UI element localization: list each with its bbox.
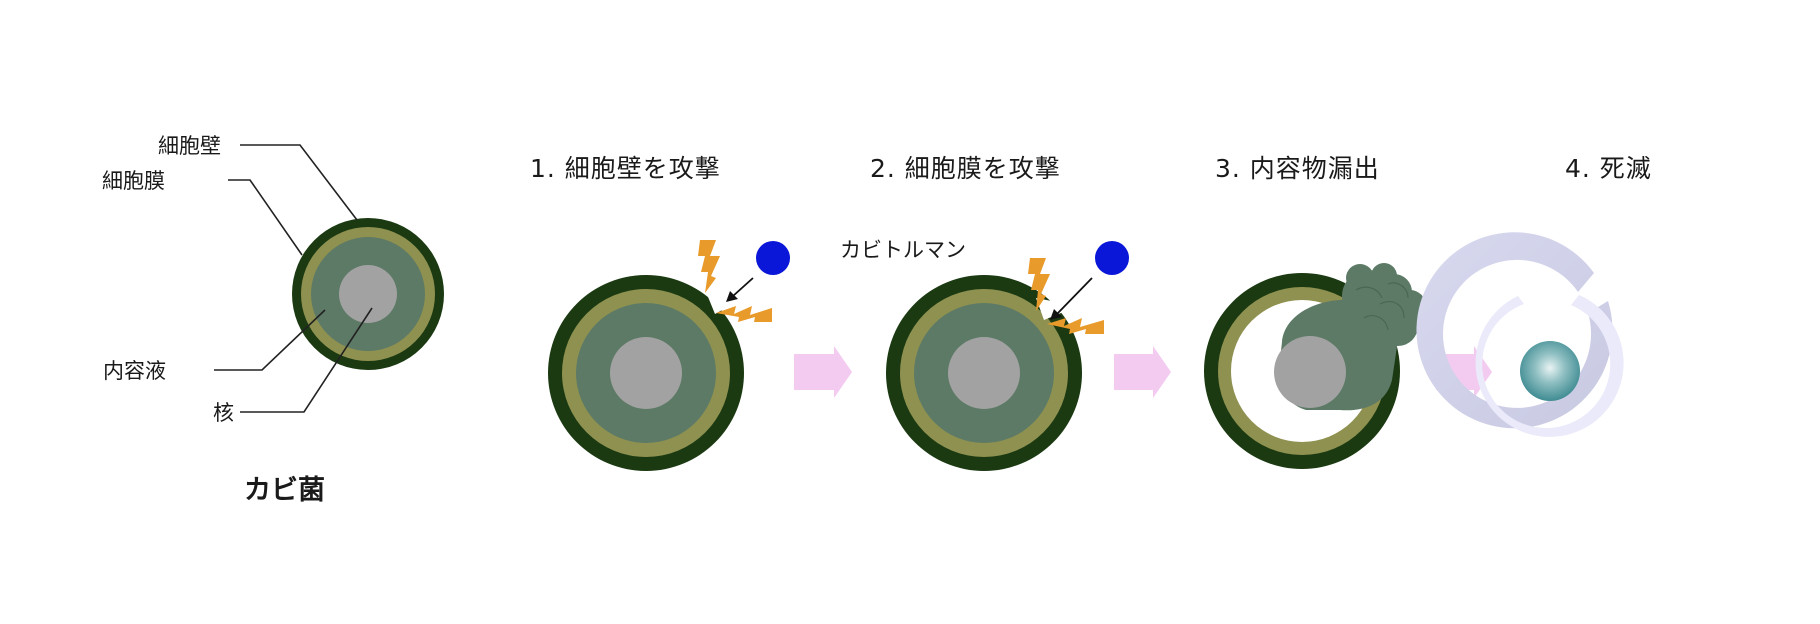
step-1-title: 1. 細胞壁を攻撃 (530, 154, 721, 183)
step-1-spark-right (716, 306, 772, 322)
leader-cytoplasm (214, 309, 326, 371)
caption-fungus: カビ菌 (244, 475, 325, 506)
leader-cell-membrane (228, 179, 303, 256)
step-4-broken-wall (1416, 232, 1613, 429)
step-2-title: 2. 細胞膜を攻撃 (870, 154, 1061, 183)
step-2-agent-particle (1095, 241, 1129, 275)
transition-arrow-2 (1114, 346, 1171, 398)
transition-arrow-1 (794, 346, 852, 398)
step-2-cell (886, 241, 1129, 471)
step-1-wall-notch (706, 292, 740, 314)
step-1-agent-arrow (732, 277, 754, 297)
step-2-nucleus (948, 337, 1020, 409)
step-1-cell (548, 240, 790, 471)
reference-nucleus (339, 265, 397, 323)
step-1-agent-arrowhead (726, 291, 738, 302)
step-2-agent-arrowhead (1050, 309, 1062, 320)
step-2-wall-notch (1036, 298, 1078, 320)
step-4-nucleus (1520, 341, 1580, 401)
step-4-cell (1416, 232, 1624, 437)
leader-cell-wall (240, 144, 358, 221)
step-1-agent-particle (756, 241, 790, 275)
step-3-nucleus (1274, 336, 1346, 408)
step-2-spark-right (1047, 318, 1104, 334)
step-3-title: 3. 内容物漏出 (1215, 154, 1380, 183)
step-2-agent-arrow (1056, 277, 1093, 315)
label-nucleus: 核 (213, 401, 234, 425)
leader-nucleus (240, 307, 373, 413)
reference-cell (292, 218, 444, 370)
step-3-cell (1204, 263, 1426, 469)
step-1-nucleus (610, 337, 682, 409)
step-2-spark-up (1028, 258, 1050, 311)
step-3-leak-texture (1355, 282, 1409, 331)
agent-label: カビトルマン (840, 238, 966, 262)
label-cell-wall: 細胞壁 (158, 134, 221, 158)
label-leader-lines (214, 144, 373, 413)
label-cytoplasm: 内容液 (103, 359, 166, 383)
step-4-title: 4. 死滅 (1565, 154, 1652, 183)
label-cell-membrane: 細胞膜 (102, 169, 165, 193)
step-1-spark-up (698, 240, 720, 293)
